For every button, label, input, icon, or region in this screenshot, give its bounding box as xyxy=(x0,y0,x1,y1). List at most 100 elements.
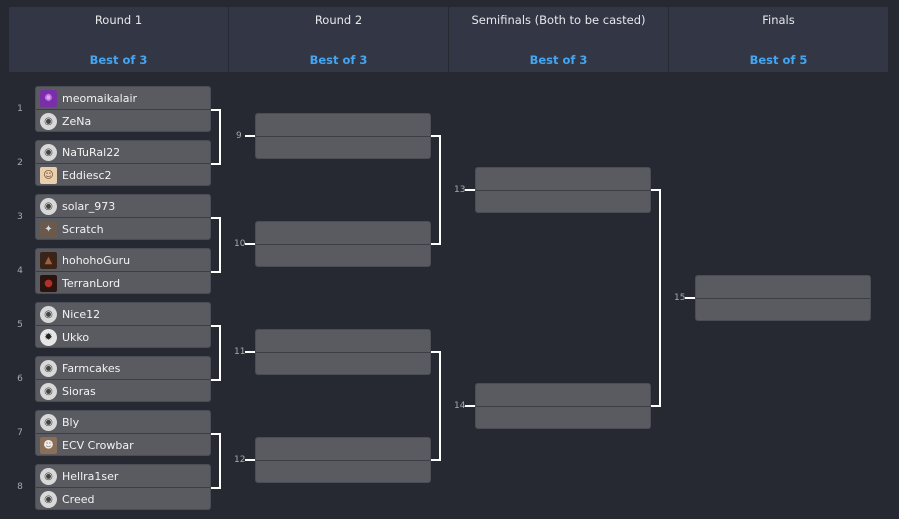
round1-match-1[interactable]: ✺meomaikalair ◉ ZeNa xyxy=(35,86,211,132)
column-best-of: Best of 3 xyxy=(309,53,368,67)
empty-slot xyxy=(696,276,870,298)
final-match-15[interactable] xyxy=(695,275,871,321)
semifinal-match-14[interactable] xyxy=(475,383,651,429)
connector-line xyxy=(211,271,220,273)
round1-match-8[interactable]: ◉Hellra1ser ◉ Creed xyxy=(35,464,211,510)
round1-match-5[interactable]: ◉Nice12 ✹ Ukko xyxy=(35,302,211,348)
photo-avatar-icon: ☻ xyxy=(40,436,57,454)
empty-slot xyxy=(476,168,650,190)
player-name: Eddiesc2 xyxy=(62,168,112,182)
connector-line xyxy=(431,243,440,245)
connector-line xyxy=(245,351,255,353)
round2-match-12[interactable] xyxy=(255,437,431,483)
default-player-icon: ◉ xyxy=(40,382,57,400)
seed-number: 7 xyxy=(17,428,23,438)
column-best-of: Best of 5 xyxy=(749,53,808,67)
player-slot[interactable]: ☺ Eddiesc2 xyxy=(36,163,210,185)
connector-line xyxy=(219,325,221,381)
round1-match-4[interactable]: ▲hohohoGuru ● TerranLord xyxy=(35,248,211,294)
empty-slot xyxy=(256,330,430,352)
round2-match-10[interactable] xyxy=(255,221,431,267)
player-slot[interactable]: ✹ Ukko xyxy=(36,325,210,347)
player-name: Ukko xyxy=(62,330,90,344)
player-slot[interactable]: ◉NaTuRal22 xyxy=(36,141,210,163)
round2-match-9[interactable] xyxy=(255,113,431,159)
round1-match-7[interactable]: ◉Bly ☻ECV Crowbar xyxy=(35,410,211,456)
column-round-1: Round 1 Best of 3 xyxy=(9,7,229,72)
round1-match-2[interactable]: ◉NaTuRal22 ☺ Eddiesc2 xyxy=(35,140,211,186)
seed-number: 8 xyxy=(17,482,23,492)
empty-slot xyxy=(256,438,430,460)
seed-number: 1 xyxy=(17,104,23,114)
semifinal-match-13[interactable] xyxy=(475,167,651,213)
seed-number: 2 xyxy=(17,158,23,168)
column-best-of: Best of 3 xyxy=(89,53,148,67)
player-name: Bly xyxy=(62,415,80,429)
match-number: 9 xyxy=(236,131,242,141)
connector-line xyxy=(431,135,440,137)
default-player-icon: ◉ xyxy=(40,359,57,377)
player-slot[interactable]: ◉solar_973 xyxy=(36,195,210,217)
player-slot[interactable]: ◉Bly xyxy=(36,411,210,433)
connector-line xyxy=(659,189,661,407)
connector-line xyxy=(211,487,220,489)
default-player-icon: ◉ xyxy=(40,112,57,130)
match-number: 12 xyxy=(234,455,246,465)
player-slot[interactable]: ✦Scratch xyxy=(36,217,210,239)
player-slot[interactable]: ◉Nice12 xyxy=(36,303,210,325)
column-title: Round 1 xyxy=(94,13,143,27)
player-slot[interactable]: ◉Hellra1ser xyxy=(36,465,210,487)
column-best-of: Best of 3 xyxy=(529,53,588,67)
empty-slot xyxy=(256,352,430,374)
player-slot[interactable]: ☻ECV Crowbar xyxy=(36,433,210,455)
column-title: Round 2 xyxy=(314,13,363,27)
empty-slot xyxy=(696,298,870,320)
column-title: Semifinals (Both to be casted) xyxy=(471,13,646,27)
default-player-icon: ◉ xyxy=(40,305,57,323)
player-slot[interactable]: ✺meomaikalair xyxy=(36,87,210,109)
seed-number: 4 xyxy=(17,266,23,276)
player-name: Scratch xyxy=(62,222,104,236)
default-player-icon: ◉ xyxy=(40,490,57,508)
column-round-2: Round 2 Best of 3 xyxy=(229,7,449,72)
connector-line xyxy=(685,297,695,299)
player-slot[interactable]: ◉ Creed xyxy=(36,487,210,509)
player-slot[interactable]: ▲hohohoGuru xyxy=(36,249,210,271)
connector-line xyxy=(465,405,475,407)
match-number: 15 xyxy=(674,293,686,303)
player-name: Sioras xyxy=(62,384,96,398)
match-number: 11 xyxy=(234,347,246,357)
connector-line xyxy=(465,189,475,191)
emblem-avatar-icon: ✹ xyxy=(40,328,57,346)
connector-line xyxy=(439,135,441,245)
round1-match-6[interactable]: ◉ Farmcakes ◉ Sioras xyxy=(35,356,211,402)
player-name: TerranLord xyxy=(62,276,121,290)
player-name: hohohoGuru xyxy=(62,253,131,267)
anime-avatar-icon: ☺ xyxy=(40,166,57,184)
connector-line xyxy=(211,379,220,381)
seed-number: 6 xyxy=(17,374,23,384)
purple-creature-avatar-icon: ✺ xyxy=(40,89,57,107)
round2-match-11[interactable] xyxy=(255,329,431,375)
default-player-icon: ◉ xyxy=(40,467,57,485)
default-player-icon: ◉ xyxy=(40,197,57,215)
player-name: ZeNa xyxy=(62,114,92,128)
dark-avatar-icon: ● xyxy=(40,274,57,292)
default-player-icon: ◉ xyxy=(40,143,57,161)
bracket-header: Round 1 Best of 3 Round 2 Best of 3 Semi… xyxy=(9,7,888,72)
connector-line xyxy=(651,189,660,191)
connector-line xyxy=(211,163,220,165)
connector-line xyxy=(211,433,220,435)
player-name: Farmcakes xyxy=(62,361,121,375)
player-name: Creed xyxy=(62,492,95,506)
connector-line xyxy=(211,109,220,111)
connector-line xyxy=(245,135,255,137)
player-slot[interactable]: ◉ Sioras xyxy=(36,379,210,401)
connector-line xyxy=(219,433,221,489)
empty-slot xyxy=(476,190,650,212)
connector-line xyxy=(431,459,440,461)
player-slot[interactable]: ● TerranLord xyxy=(36,271,210,293)
player-slot[interactable]: ◉ Farmcakes xyxy=(36,357,210,379)
player-slot[interactable]: ◉ ZeNa xyxy=(36,109,210,131)
round1-match-3[interactable]: ◉solar_973 ✦Scratch xyxy=(35,194,211,240)
